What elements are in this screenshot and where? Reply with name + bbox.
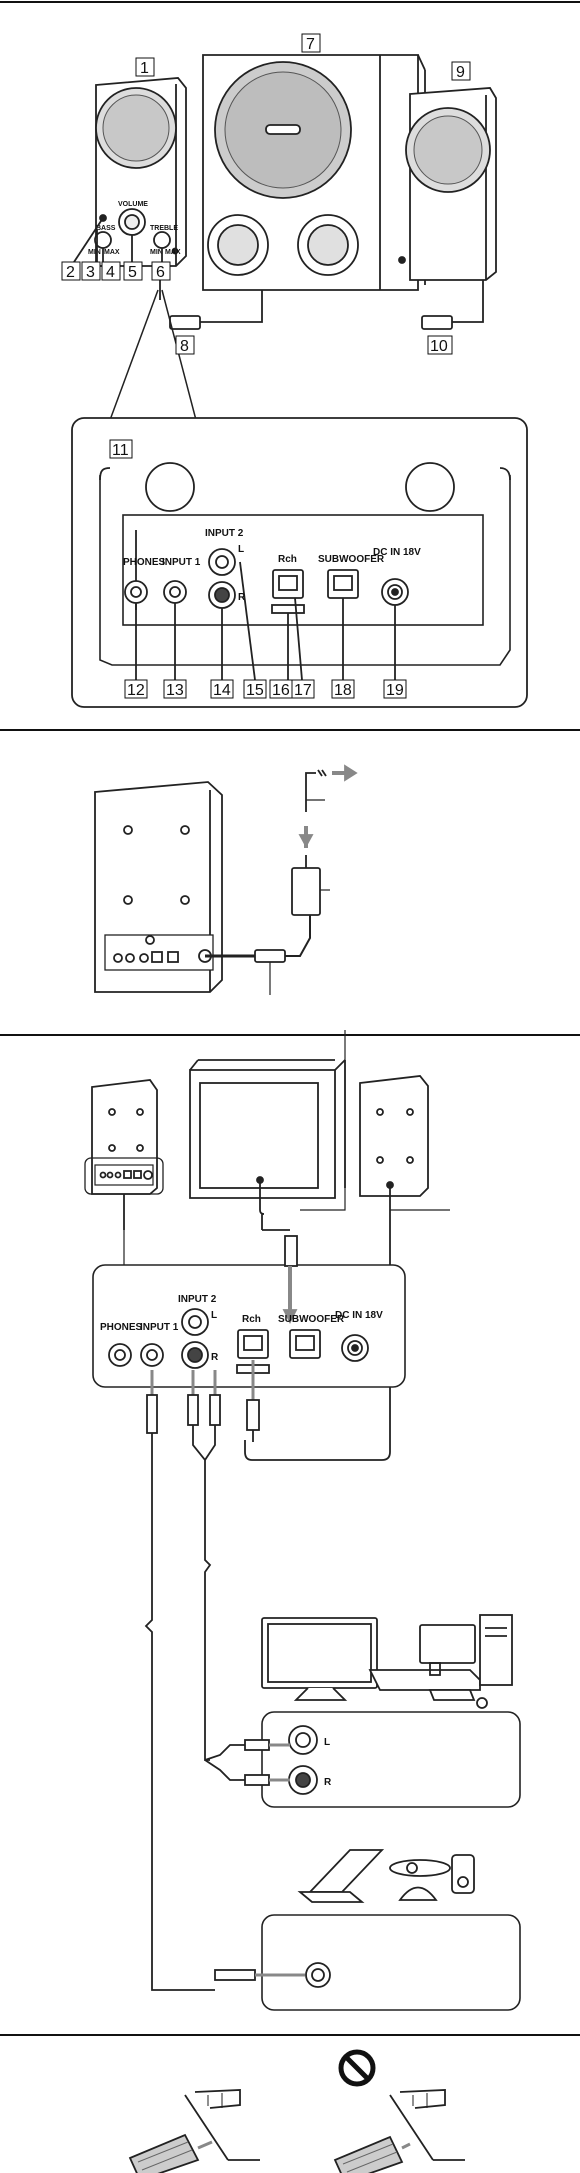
callout-11: 11 xyxy=(110,440,132,459)
callout-9: 9 xyxy=(452,62,470,81)
device-r-label: R xyxy=(324,1777,332,1788)
callout-19: 19 xyxy=(384,680,406,699)
callout-16: 16 xyxy=(270,680,292,699)
callout-6: 6 xyxy=(152,262,170,281)
treble-label: TREBLE xyxy=(150,225,178,232)
callout-8: 8 xyxy=(176,336,194,355)
parts-overview-section: VOLUME BASS TREBLE MIN MAX MIN MAX xyxy=(72,55,527,707)
rch-label: Rch xyxy=(278,554,297,565)
svg-text:3: 3 xyxy=(86,264,95,281)
callout-3: 3 xyxy=(82,262,100,281)
prohibited-icon xyxy=(341,2052,373,2084)
bass-min-label: MIN xyxy=(88,249,101,256)
right-speaker-plug xyxy=(422,316,452,329)
treble-min-label: MIN xyxy=(150,249,163,256)
callout-12: 12 xyxy=(125,680,147,699)
correct-insertion xyxy=(130,2090,260,2173)
svg-text:1: 1 xyxy=(140,60,149,77)
subwoofer-unit xyxy=(203,55,425,290)
volume-label: VOLUME xyxy=(118,201,148,208)
laptop-and-portable-devices xyxy=(300,1850,474,1902)
svg-text:6: 6 xyxy=(156,264,165,281)
tv-and-pc-devices xyxy=(262,1615,512,1708)
svg-text:19: 19 xyxy=(386,682,404,699)
bass-label: BASS xyxy=(96,225,116,232)
conn-l-label: L xyxy=(211,1310,217,1321)
input1-label: INPUT 1 xyxy=(162,557,201,568)
right-speaker xyxy=(399,88,496,280)
phones-label: PHONES xyxy=(123,557,166,568)
callout-7: 7 xyxy=(302,34,320,53)
svg-text:9: 9 xyxy=(456,64,465,81)
svg-text:11: 11 xyxy=(112,442,129,459)
callout-5: 5 xyxy=(124,262,142,281)
dcin-label: DC IN 18V xyxy=(373,547,421,558)
power-connection-section xyxy=(95,766,356,995)
svg-text:18: 18 xyxy=(334,682,352,699)
svg-text:4: 4 xyxy=(106,264,115,281)
callout-1: 1 xyxy=(136,58,154,77)
system-connection-section xyxy=(85,1030,520,2010)
svg-text:5: 5 xyxy=(128,264,137,281)
svg-text:14: 14 xyxy=(213,682,231,699)
svg-text:8: 8 xyxy=(180,338,189,355)
plug-insertion-section xyxy=(130,2090,465,2173)
ac-adapter xyxy=(292,868,320,915)
svg-text:16: 16 xyxy=(272,682,290,699)
conn-dcin-label: DC IN 18V xyxy=(335,1310,383,1321)
conn-input1-label: INPUT 1 xyxy=(140,1322,179,1333)
callout-15: 15 xyxy=(244,680,266,699)
device-l-label: L xyxy=(324,1737,330,1748)
treble-max-label: MAX xyxy=(165,249,181,256)
svg-text:10: 10 xyxy=(430,338,448,355)
subwoofer-plug xyxy=(170,316,200,329)
incorrect-insertion xyxy=(335,2090,465,2173)
svg-text:13: 13 xyxy=(166,682,184,699)
callout-2: 2 xyxy=(62,262,80,281)
conn-r-label: R xyxy=(211,1352,219,1363)
input2-l-label: L xyxy=(238,544,244,555)
svg-text:2: 2 xyxy=(66,264,75,281)
conn-rch-label: Rch xyxy=(242,1314,261,1325)
input2-r-label: R xyxy=(238,592,246,603)
svg-text:17: 17 xyxy=(294,682,312,699)
callout-10: 10 xyxy=(428,336,452,355)
left-speaker: VOLUME BASS TREBLE MIN MAX MIN MAX xyxy=(88,78,186,266)
bass-max-label: MAX xyxy=(104,249,120,256)
callout-4: 4 xyxy=(102,262,120,281)
svg-text:15: 15 xyxy=(246,682,264,699)
callout-17: 17 xyxy=(292,680,314,699)
input2-label: INPUT 2 xyxy=(205,528,244,539)
conn-phones-label: PHONES xyxy=(100,1322,143,1333)
svg-text:7: 7 xyxy=(306,36,315,53)
conn-input2-label: INPUT 2 xyxy=(178,1294,217,1305)
callout-18: 18 xyxy=(332,680,354,699)
callout-14: 14 xyxy=(211,680,233,699)
callout-13: 13 xyxy=(164,680,186,699)
svg-text:12: 12 xyxy=(127,682,145,699)
